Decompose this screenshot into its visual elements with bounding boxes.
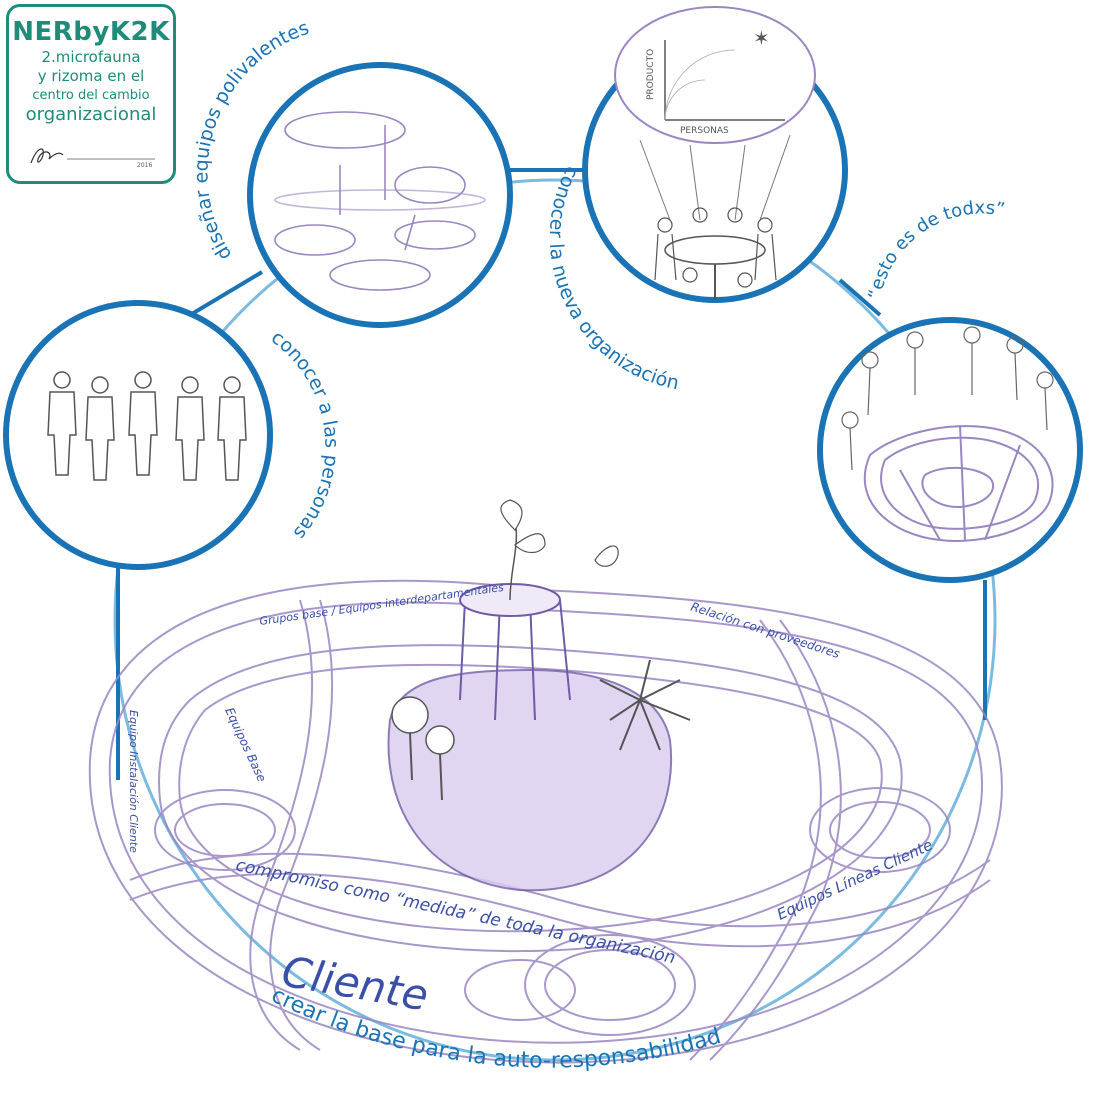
- stage-circles: [6, 40, 1080, 580]
- circle-personas: [6, 303, 270, 567]
- note-equipos-base: Equipos Base: [222, 705, 269, 784]
- label-todxs: “esto es de todxs”: [864, 197, 1006, 301]
- star-icon: ✶: [753, 26, 770, 50]
- note-equipo-instalacion: Equipo Instalación Cliente: [127, 710, 140, 853]
- stump-illustration: [389, 500, 690, 890]
- label-personas: conocer a las personas: [267, 326, 343, 543]
- chart-x-label: PERSONAS: [680, 126, 729, 136]
- chart-y-label: PRODUCTO: [646, 49, 656, 100]
